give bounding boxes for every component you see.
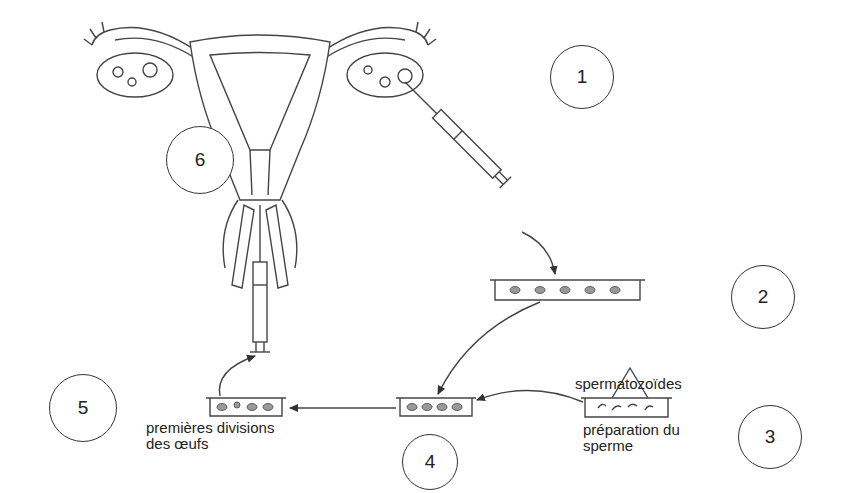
callout-circle: 5	[49, 374, 117, 442]
caption-label: spermatozoïdes	[575, 376, 715, 392]
callout-number: 4	[425, 451, 436, 473]
callout-circle: 4	[402, 434, 458, 490]
callout-circle: 2	[731, 265, 795, 329]
caption-label: préparation du sperme	[583, 422, 683, 454]
callout-number: 1	[577, 66, 588, 88]
callout-number: 6	[195, 149, 206, 171]
callout-circle: 3	[738, 405, 802, 469]
callout-circle: 6	[166, 126, 234, 194]
callout-number: 5	[78, 397, 89, 419]
callout-number: 2	[758, 286, 769, 308]
callout-circle: 1	[550, 45, 614, 109]
callout-number: 3	[765, 426, 776, 448]
caption-label: premières divisions des œufs	[146, 420, 286, 452]
